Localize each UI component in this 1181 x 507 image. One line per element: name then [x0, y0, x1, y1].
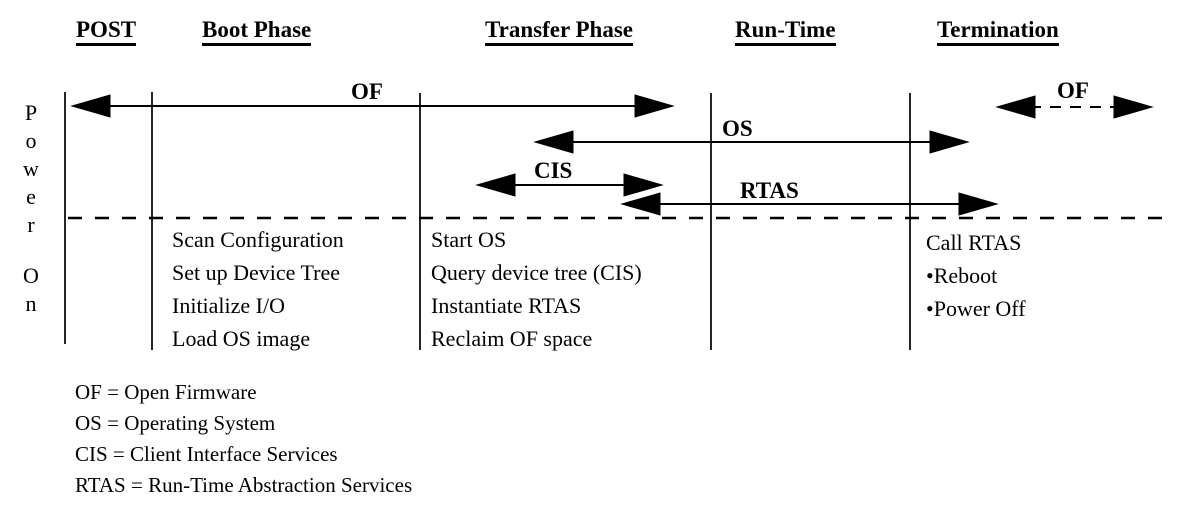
boot-task: Set up Device Tree: [172, 260, 341, 285]
transfer-task: Query device tree (CIS): [431, 260, 642, 285]
header-post: POST: [76, 17, 137, 46]
boot-task: Load OS image: [172, 326, 311, 351]
os-arrow: [533, 130, 970, 154]
power-on-label-on: O n: [23, 263, 39, 316]
termination-task: Call RTAS: [926, 230, 1022, 255]
termination-tasks: Call RTAS •Reboot •Power Off: [926, 226, 1026, 325]
header-termination: Termination: [937, 17, 1059, 46]
transfer-task: Reclaim OF space: [431, 326, 593, 351]
of-boot-label: OF: [351, 79, 383, 104]
power-on-label-power: P o w e r: [23, 100, 39, 237]
legend-entry-os: OS = Operating System: [75, 411, 276, 435]
cis-label: CIS: [534, 158, 573, 183]
header-boot-phase: Boot Phase: [202, 17, 312, 46]
os-label: OS: [722, 116, 753, 141]
termination-task: •Power Off: [926, 296, 1026, 321]
transfer-phase-tasks: Start OS Query device tree (CIS) Instant…: [431, 223, 642, 355]
rtas-label: RTAS: [740, 178, 799, 203]
termination-task: •Reboot: [926, 263, 998, 288]
header-run-time: Run-Time: [735, 17, 836, 46]
abbreviation-legend: OF = Open Firmware OS = Operating System…: [75, 377, 412, 501]
of-termination-arrow: [995, 95, 1154, 119]
boot-task: Scan Configuration: [172, 227, 344, 252]
legend-entry-cis: CIS = Client Interface Services: [75, 442, 338, 466]
transfer-task: Instantiate RTAS: [431, 293, 582, 318]
of-termination-label: OF: [1057, 78, 1089, 103]
legend-entry-of: OF = Open Firmware: [75, 380, 257, 404]
transfer-task: Start OS: [431, 227, 507, 252]
cis-arrow: [475, 173, 664, 197]
rtas-arrow: [620, 192, 999, 216]
of-boot-arrow: [70, 94, 675, 118]
header-transfer-phase: Transfer Phase: [485, 17, 633, 46]
boot-phase-tasks: Scan Configuration Set up Device Tree In…: [172, 223, 344, 355]
legend-entry-rtas: RTAS = Run-Time Abstraction Services: [75, 473, 413, 497]
boot-task: Initialize I/O: [172, 293, 286, 318]
